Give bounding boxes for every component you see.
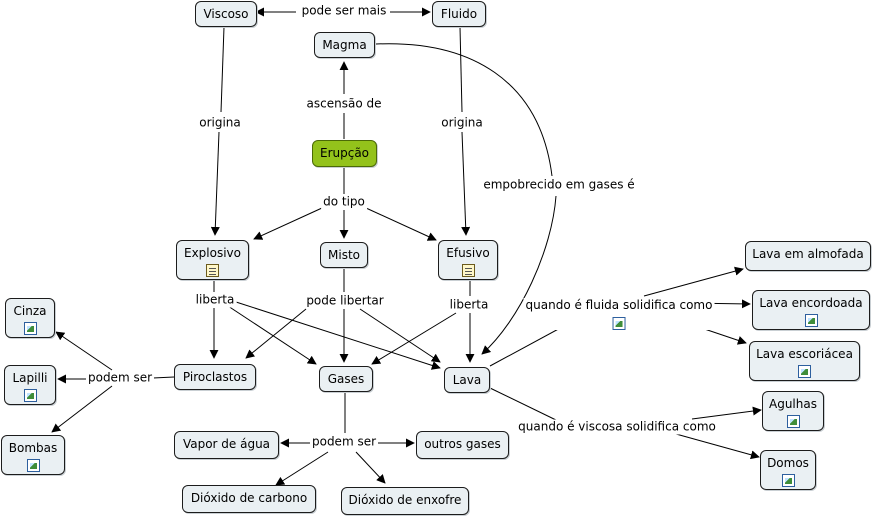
connector-line — [643, 266, 744, 297]
document-icon[interactable] — [206, 264, 219, 277]
link-do-tipo: do tipo — [321, 194, 367, 210]
concept-label: Lava encordoada — [759, 296, 863, 310]
concept-label: Lava escoriácea — [756, 347, 853, 361]
concept-lava[interactable]: Lava — [444, 367, 490, 393]
concept-vapor-de-agua[interactable]: Vapor de água — [174, 431, 279, 459]
concept-explosivo[interactable]: Explosivo — [176, 240, 249, 280]
image-icon[interactable] — [26, 459, 40, 472]
image-icon[interactable] — [798, 365, 811, 378]
image-icon[interactable] — [781, 474, 795, 487]
connector-line — [355, 451, 386, 484]
connector-line — [365, 207, 437, 241]
connector-line — [359, 308, 441, 363]
connector-line — [459, 26, 463, 113]
connector-line — [253, 207, 323, 240]
connector-line — [481, 195, 557, 355]
link-origina-viscoso: origina — [197, 115, 243, 131]
concept-label: Erupção — [319, 146, 370, 160]
link-empobrecido-em-gases: empobrecido em gases é — [481, 177, 637, 193]
concept-label: outros gases — [424, 437, 501, 451]
concept-label: Lava — [452, 373, 482, 387]
connector-line — [691, 406, 762, 420]
concept-efusivo[interactable]: Efusivo — [438, 240, 498, 280]
connector-line — [235, 301, 441, 370]
image-icon[interactable] — [786, 415, 800, 428]
concept-lava-em-almofada[interactable]: Lava em almofada — [745, 241, 871, 271]
concept-dioxido-de-carbono[interactable]: Dióxido de carbono — [182, 485, 316, 513]
connector-line — [245, 308, 307, 359]
connector-line — [675, 433, 760, 460]
link-podem-ser-piroclastos: podem ser — [85, 370, 155, 386]
concept-misto[interactable]: Misto — [320, 242, 368, 268]
concept-viscoso[interactable]: Viscoso — [195, 1, 257, 27]
concept-label: Piroclastos — [182, 370, 248, 384]
connector-line — [55, 331, 113, 371]
concept-gases[interactable]: Gases — [319, 366, 373, 392]
concept-label: Dióxido de carbono — [190, 491, 308, 505]
concept-label: Magma — [322, 38, 367, 52]
connector-line — [51, 385, 113, 433]
link-quando-fluida: quando é fluida solidifica como — [523, 298, 715, 330]
link-quando-fluida-text: quando é fluida solidifica como — [525, 298, 713, 312]
concept-label: Explosivo — [183, 246, 241, 260]
link-liberta-explosivo: liberta — [193, 292, 237, 308]
concept-label: Viscoso — [203, 7, 249, 21]
link-pode-libertar: pode libertar — [304, 293, 386, 309]
concept-lava-encordoada[interactable]: Lava encordoada — [752, 290, 870, 330]
concept-fluido[interactable]: Fluido — [432, 1, 486, 27]
concept-lapilli[interactable]: Lapilli — [4, 365, 56, 405]
concept-label: Lapilli — [12, 371, 48, 385]
link-quando-viscosa: quando é viscosa solidifica como — [516, 419, 718, 435]
image-icon[interactable] — [23, 322, 37, 335]
concept-label: Domos — [767, 456, 809, 470]
concept-outros-gases[interactable]: outros gases — [416, 431, 509, 459]
connector-line — [375, 43, 553, 177]
concept-label: Efusivo — [446, 246, 490, 260]
concept-agulhas[interactable]: Agulhas — [762, 391, 824, 431]
image-icon[interactable] — [612, 317, 626, 330]
link-liberta-efusivo: liberta — [447, 297, 491, 313]
link-podem-ser-gases: podem ser — [309, 434, 379, 450]
concept-label: Fluido — [440, 7, 478, 21]
concept-label: Gases — [327, 372, 365, 386]
concept-domos[interactable]: Domos — [760, 450, 816, 490]
concept-piroclastos[interactable]: Piroclastos — [174, 364, 256, 390]
concept-dioxido-de-enxofre[interactable]: Dióxido de enxofre — [341, 487, 469, 515]
concept-label: Lava em almofada — [752, 247, 864, 261]
concept-lava-escoriacea[interactable]: Lava escoriácea — [749, 341, 860, 381]
link-origina-fluido: origina — [439, 115, 485, 131]
concept-erupcao[interactable]: Erupção — [312, 140, 377, 167]
concept-label: Bombas — [8, 441, 58, 455]
connector-line — [220, 26, 225, 113]
image-icon[interactable] — [23, 389, 37, 402]
connector-line — [489, 387, 557, 421]
concept-bombas[interactable]: Bombas — [1, 435, 65, 475]
concept-label: Misto — [328, 248, 360, 262]
concept-magma[interactable]: Magma — [314, 32, 375, 58]
connector-line — [210, 131, 220, 236]
link-ascensao-de: ascensão de — [304, 96, 384, 112]
concept-label: Agulhas — [769, 397, 817, 411]
connector-line — [371, 312, 457, 365]
connector-line — [275, 451, 329, 486]
image-icon[interactable] — [804, 314, 818, 327]
link-pode-ser-mais: pode ser mais — [299, 3, 389, 19]
connector-line — [152, 376, 175, 379]
concept-cinza[interactable]: Cinza — [5, 298, 55, 338]
concept-label: Dióxido de enxofre — [348, 493, 462, 507]
connector-line — [227, 305, 317, 365]
concept-label: Cinza — [13, 304, 47, 318]
connector-line — [461, 131, 471, 236]
concept-label: Vapor de água — [182, 437, 271, 451]
document-icon[interactable] — [461, 264, 475, 277]
